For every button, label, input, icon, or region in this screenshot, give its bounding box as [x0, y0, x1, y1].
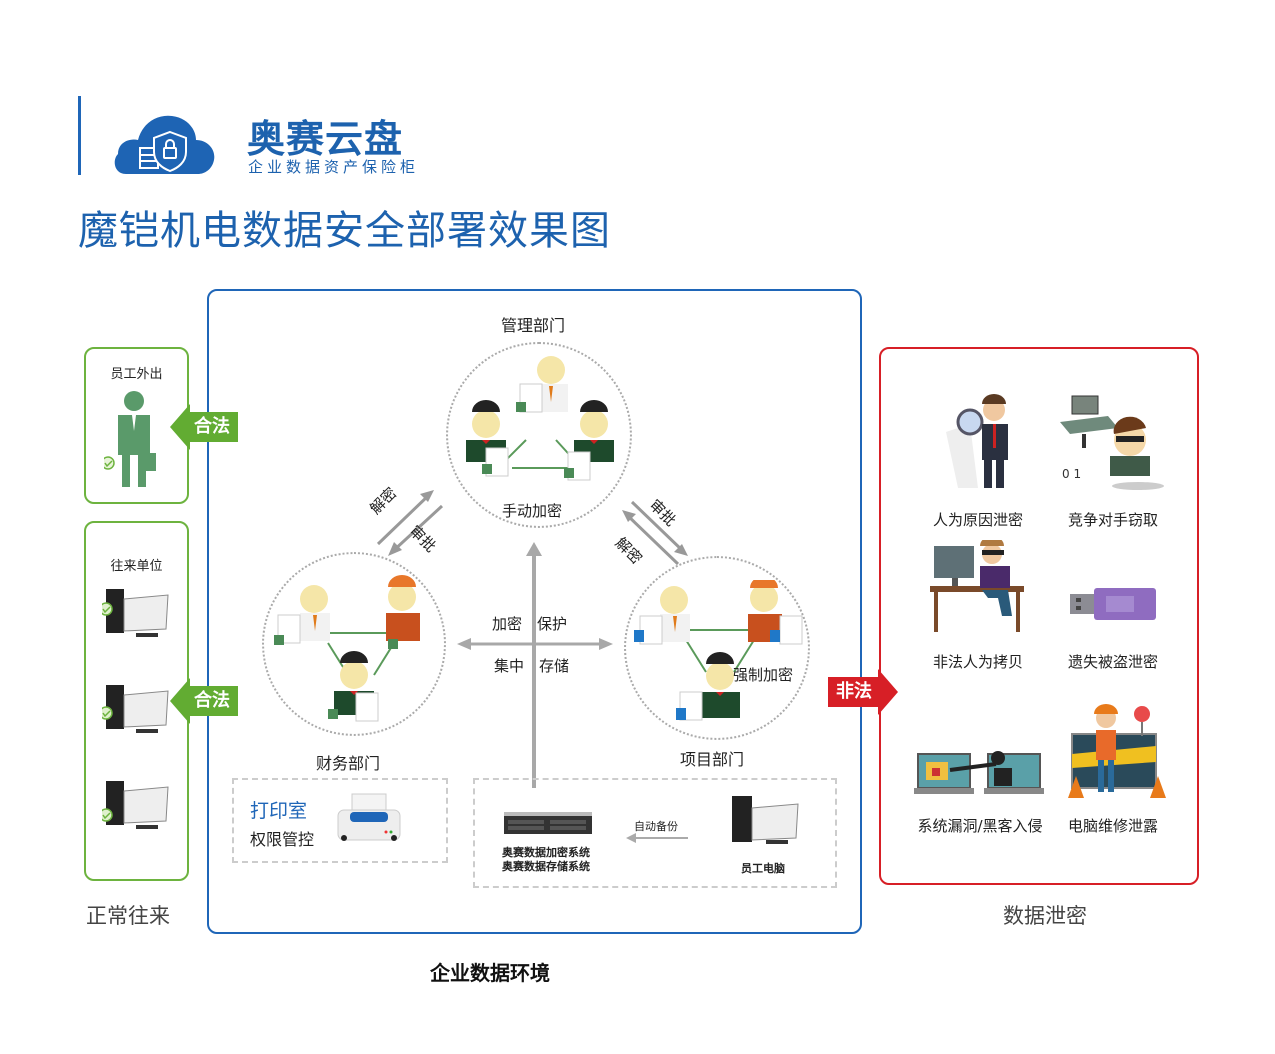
desktop-computer-icon: [102, 589, 169, 637]
cross-label-centralize: 集中: [494, 657, 525, 675]
cross-label-encrypt: 加密: [492, 615, 523, 633]
storage-box: [473, 778, 837, 888]
auto-backup-label: 自动备份: [634, 820, 678, 833]
brand-name: 奥赛云盘: [247, 117, 404, 161]
print-room-subtitle: 权限管控: [250, 830, 315, 849]
thief-icon: 0 1: [1060, 395, 1164, 490]
repair-worker-icon: [1068, 704, 1166, 798]
server-label-encryption: 奥赛数据加密系统: [502, 846, 590, 859]
brand-divider: [78, 96, 81, 175]
left-sync-arrows: [376, 490, 444, 556]
project-dept-circle: [624, 556, 810, 740]
svg-text:0 1: 0 1: [1062, 467, 1081, 481]
illegal-tag: 非法: [828, 669, 898, 715]
forced-encryption-label: 强制加密: [733, 666, 794, 684]
server-rack-icon: [504, 812, 592, 834]
project-staff-icon: [634, 580, 803, 721]
employee-pc-icon: [732, 796, 799, 844]
server-label-storage: 奥赛数据存储系统: [502, 860, 590, 873]
laptop-hacker-icon: [914, 751, 1044, 794]
cloud-shield-lock-icon: [114, 115, 215, 174]
manual-encryption-label: 手动加密: [502, 502, 563, 520]
right-sync-arrows: [622, 500, 688, 566]
printer-icon: [337, 793, 401, 841]
employee-out-title: 员工外出: [110, 367, 163, 382]
partners-title: 往来单位: [110, 559, 163, 574]
employee-out-box: 员工外出: [84, 347, 189, 504]
management-dept-title: 管理部门: [501, 316, 566, 335]
desktop-computer-icon: [102, 781, 169, 829]
leak-item-lost-stolen: 遗失被盗泄密: [1067, 653, 1158, 671]
enterprise-environment-box: [207, 289, 862, 934]
legal-tag-employee: 合法: [170, 404, 238, 450]
finance-staff-icon: [274, 575, 420, 722]
management-staff-icon: [466, 356, 614, 481]
businessman-icon: [104, 391, 156, 487]
cross-label-store: 存储: [539, 657, 570, 675]
data-leak-box: [879, 347, 1199, 885]
management-dept-circle: [446, 342, 632, 528]
hacker-desk-icon: [930, 540, 1024, 632]
print-room-title: 打印室: [250, 800, 308, 822]
magnifier-man-icon: [946, 394, 1008, 488]
backup-arrow-icon: [626, 833, 688, 843]
brand-subtitle: 企业数据资产保险柜: [248, 158, 420, 176]
usb-drive-icon: [1070, 588, 1156, 620]
data-leak-label: 数据泄密: [1003, 904, 1087, 928]
employee-pc-label: 员工电脑: [741, 862, 785, 875]
desktop-computer-icon: [102, 685, 169, 733]
leak-item-competitor-theft: 竞争对手窃取: [1067, 511, 1158, 529]
cross-label-protect: 保护: [537, 615, 568, 633]
enterprise-environment-label: 企业数据环境: [430, 961, 550, 985]
central-cross-arrows: [457, 542, 613, 788]
leak-item-repair-leak: 电脑维修泄露: [1067, 817, 1158, 835]
finance-dept-circle: [262, 552, 446, 736]
normal-exchange-label: 正常往来: [86, 904, 170, 928]
leak-item-illegal-copy: 非法人为拷贝: [932, 653, 1023, 671]
leak-item-human-error: 人为原因泄密: [932, 511, 1023, 529]
leak-item-hacker-intrusion: 系统漏洞/黑客入侵: [917, 817, 1043, 835]
finance-dept-title: 财务部门: [316, 754, 381, 773]
project-dept-title: 项目部门: [680, 750, 745, 769]
legal-tag-partners: 合法: [170, 678, 238, 724]
page-title: 魔铠机电数据安全部署效果图: [78, 208, 611, 254]
print-room-box: [232, 778, 448, 863]
